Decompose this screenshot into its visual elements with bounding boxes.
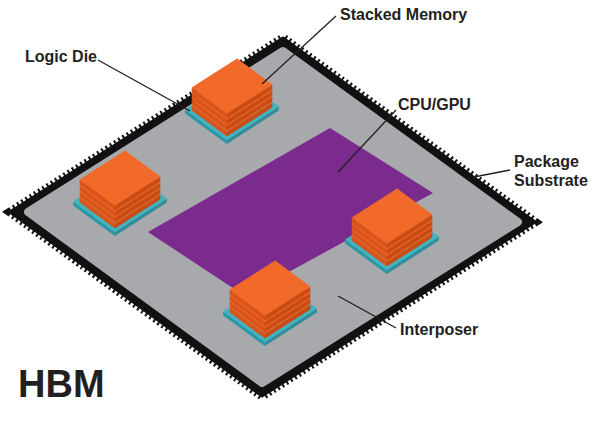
memory-stacks [73,58,439,346]
package-pins [10,38,535,396]
callout-label: CPU/GPU [398,95,471,114]
callout-label: Package Substrate [514,152,594,190]
package-substrate [10,38,535,396]
leader-line [262,16,336,84]
leader-line [338,296,396,328]
diagram-title: HBM [18,364,105,404]
memory-layer [80,150,161,205]
leader-line [474,170,510,177]
leader-line [98,60,190,111]
callout-label: Interposer [400,320,478,339]
memory-layer [230,260,311,315]
memory-layer [352,188,433,243]
callout-label: Logic Die [25,47,97,66]
leader-line [338,110,396,172]
interposer [28,51,518,383]
memory-layer [192,58,273,113]
callout-label: Stacked Memory [340,5,467,24]
